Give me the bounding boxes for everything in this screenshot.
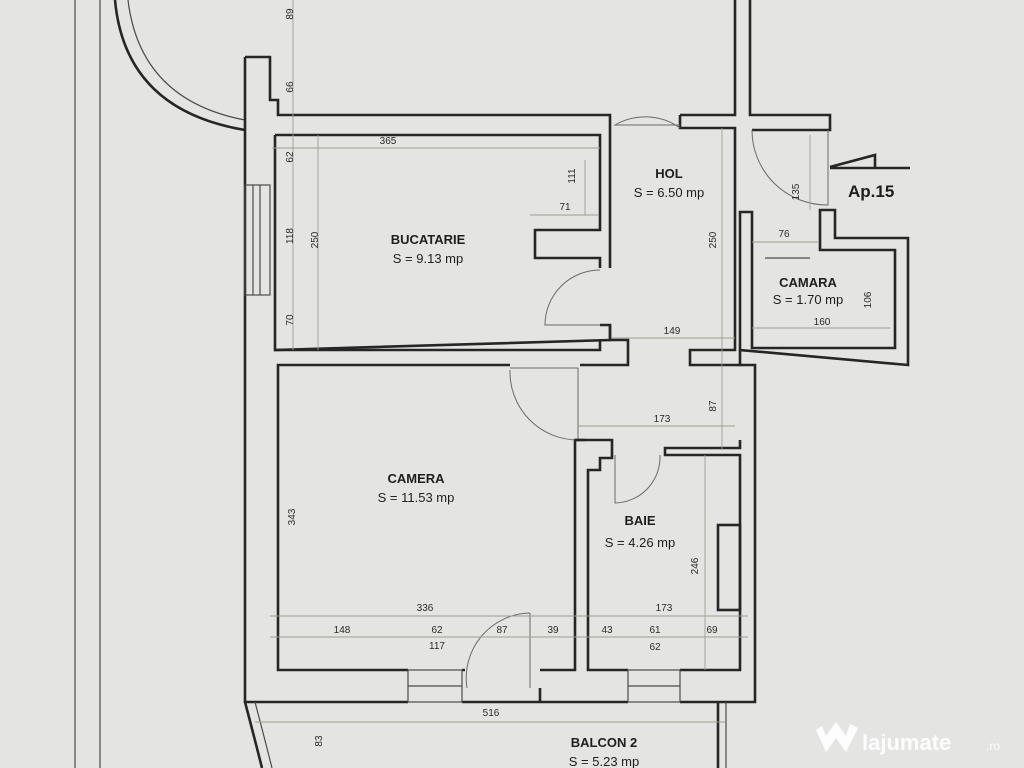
- bathtub: [716, 523, 742, 612]
- room-name: BALCON 2: [571, 735, 637, 750]
- balcony-curve: [243, 701, 264, 768]
- svg-text:173: 173: [654, 414, 671, 425]
- balcony-curve: [113, 0, 246, 132]
- window: [244, 184, 271, 296]
- room-area: S = 5.23 mp: [569, 754, 639, 768]
- svg-text:365: 365: [380, 136, 397, 147]
- svg-text:118: 118: [285, 228, 296, 244]
- camara-wall: [738, 208, 910, 367]
- svg-text:62: 62: [431, 625, 443, 636]
- svg-text:43: 43: [601, 625, 613, 636]
- watermark-brand: lajumate: [862, 730, 951, 755]
- svg-text:149: 149: [664, 326, 681, 337]
- hol-wall: [580, 125, 630, 367]
- svg-text:62: 62: [285, 151, 296, 163]
- entry-door: [751, 129, 829, 206]
- svg-text:87: 87: [708, 400, 719, 412]
- room-name: HOL: [655, 166, 683, 181]
- svg-text:39: 39: [547, 625, 559, 636]
- svg-text:516: 516: [483, 708, 500, 719]
- room-name: CAMARA: [779, 275, 837, 290]
- svg-text:76: 76: [778, 229, 790, 240]
- svg-text:83: 83: [314, 735, 325, 747]
- room-area: S = 4.26 mp: [605, 535, 675, 550]
- room-area: S = 11.53 mp: [378, 490, 455, 505]
- svg-text:61: 61: [649, 625, 661, 636]
- svg-text:135: 135: [791, 183, 802, 200]
- svg-text:71: 71: [559, 202, 571, 213]
- svg-text:70: 70: [285, 314, 296, 326]
- lajumate-logo-icon: [816, 722, 858, 752]
- room-area: S = 6.50 mp: [634, 185, 704, 200]
- svg-text:250: 250: [310, 231, 321, 248]
- apartment-label: Ap.15: [848, 182, 894, 201]
- svg-text:89: 89: [285, 8, 296, 20]
- svg-text:117: 117: [429, 641, 445, 652]
- room-name: BAIE: [624, 513, 655, 528]
- kitchen-door: [544, 269, 601, 326]
- svg-text:160: 160: [814, 317, 831, 328]
- svg-text:173: 173: [656, 603, 673, 614]
- room-name: CAMERA: [387, 471, 445, 486]
- svg-text:106: 106: [863, 291, 874, 308]
- dimension-lines: [255, 0, 890, 723]
- svg-text:87: 87: [496, 625, 508, 636]
- north-arrow-icon: [829, 153, 910, 170]
- hol-entry-door: [613, 116, 681, 129]
- svg-text:111: 111: [567, 168, 578, 184]
- camera-door: [509, 367, 579, 441]
- balcony-curve: [127, 0, 246, 121]
- svg-text:336: 336: [417, 603, 434, 614]
- balcony-door: [465, 612, 531, 689]
- svg-text:250: 250: [708, 231, 719, 248]
- svg-text:343: 343: [287, 508, 298, 525]
- watermark-logo: lajumate .ro: [816, 722, 1000, 755]
- dimension-labels: 89 66 62 118 70 250 365 111 71 250 135 7…: [285, 8, 874, 747]
- room-name: BUCATARIE: [391, 232, 466, 247]
- svg-text:69: 69: [706, 625, 718, 636]
- room-area: S = 9.13 mp: [393, 251, 463, 266]
- svg-text:62: 62: [649, 642, 661, 653]
- watermark-tld: .ro: [986, 739, 1000, 753]
- svg-text:246: 246: [690, 557, 701, 574]
- baie-door: [614, 454, 661, 504]
- room-area: S = 1.70 mp: [773, 292, 843, 307]
- svg-text:148: 148: [334, 625, 351, 636]
- svg-text:66: 66: [285, 81, 296, 93]
